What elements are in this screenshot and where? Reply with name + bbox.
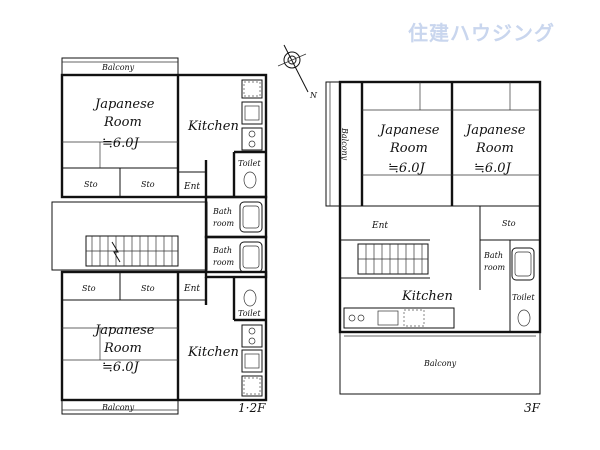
lower-balcony <box>61 399 179 415</box>
upper-japanese-room-line2: Room <box>103 115 142 130</box>
3f-kitchen-label: Kitchen <box>401 289 453 304</box>
upper-storage-a-label: Sto <box>84 180 98 189</box>
lower-bath-label-line2: room <box>213 258 234 267</box>
lower-japanese-room-line2: Room <box>103 341 142 356</box>
3f-japanese-room-b-line1: Japanese <box>463 123 526 138</box>
3f-japanese-room-b-line2: Room <box>475 141 514 156</box>
compass-icon: N <box>277 44 318 100</box>
3f-toilet-label: Toilet <box>512 293 535 302</box>
upper-japanese-room-line1: Japanese <box>92 97 155 112</box>
upper-storage-b-label: Sto <box>141 180 155 189</box>
3f-japanese-room-a-size: ≒6.0J <box>388 161 426 176</box>
lower-toilet-label: Toilet <box>238 309 261 318</box>
lower-storage-b-label: Sto <box>141 284 155 293</box>
upper-balcony-label: Balcony <box>101 63 135 72</box>
lower-bath-label-line1: Bath <box>212 246 232 255</box>
3f-japanese-room-a-line1: Japanese <box>377 123 440 138</box>
3f-japanese-room-b-size: ≒6.0J <box>474 161 512 176</box>
brand-logo: 住建ハウジング <box>408 21 555 45</box>
lower-kitchen-label: Kitchen <box>187 345 239 360</box>
floor-1-2-plan: Balcony Japanese Room ≒6.0J Kitchen Sto … <box>51 57 268 415</box>
lower-entrance-label: Ent <box>183 284 200 294</box>
upper-unit-outline <box>60 73 268 199</box>
floor-3-plan: Balcony <box>325 80 542 415</box>
floor-3-label: 3F <box>524 401 541 415</box>
lower-bath-room <box>204 235 268 279</box>
3f-bottom-balcony-label: Balcony <box>423 359 457 368</box>
3f-bath-label-line1: Bath <box>483 251 503 260</box>
lower-japanese-room-line1: Japanese <box>92 323 155 338</box>
upper-japanese-room-size: ≒6.0J <box>102 136 140 151</box>
side-balcony <box>325 81 341 207</box>
floor-1-2-label: 1·2F <box>238 401 266 415</box>
upper-bath-label-line1: Bath <box>212 207 232 216</box>
upper-toilet-label: Toilet <box>238 159 261 168</box>
3f-entrance-label: Ent <box>371 221 388 231</box>
compass-north-label: N <box>309 91 318 100</box>
3f-storage-label: Sto <box>502 219 516 228</box>
upper-entrance-label: Ent <box>183 182 200 192</box>
lower-japanese-room-size: ≒6.0J <box>102 360 140 375</box>
side-balcony-label: Balcony <box>340 127 349 161</box>
3f-japanese-room-a-line2: Room <box>389 141 428 156</box>
upper-bath-label-line2: room <box>213 219 234 228</box>
3f-bottom-balcony <box>339 331 541 395</box>
3f-bath-label-line2: room <box>484 263 505 272</box>
upper-kitchen-label: Kitchen <box>187 119 239 134</box>
lower-storage-a-label: Sto <box>82 284 96 293</box>
lower-balcony-label: Balcony <box>101 403 135 412</box>
